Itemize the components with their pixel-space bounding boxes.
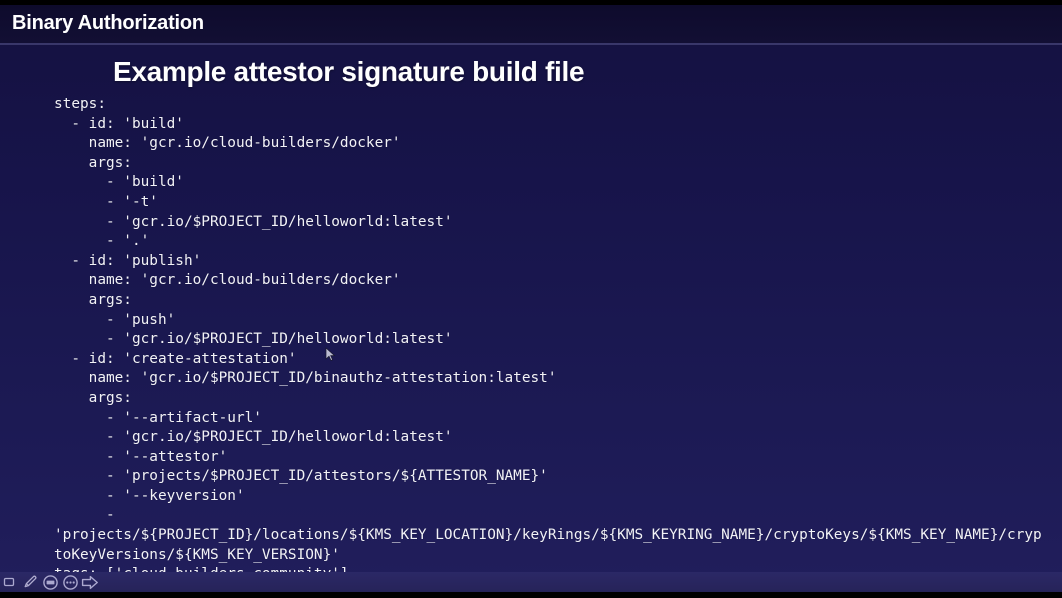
bottom-letterbox-band: [0, 592, 1062, 598]
code-line: name: 'gcr.io/$PROJECT_ID/binauthz-attes…: [54, 370, 557, 387]
yaml-code-block: steps: - id: 'build' name: 'gcr.io/cloud…: [54, 95, 1049, 585]
code-line: - 'projects/$PROJECT_ID/attestors/${ATTE…: [54, 468, 548, 485]
presentation-toolbar[interactable]: [0, 572, 1062, 592]
slide-title: Example attestor signature build file: [113, 56, 585, 87]
top-letterbox-band: [0, 0, 1062, 5]
code-line: - '--attestor': [54, 448, 228, 465]
code-line: args:: [54, 291, 132, 308]
code-line: - '.': [54, 233, 150, 250]
toolbar-icon-group: [0, 573, 99, 591]
laser-pointer-icon[interactable]: [1, 573, 19, 591]
code-line: - '--artifact-url': [54, 409, 262, 426]
code-line: args:: [54, 154, 132, 171]
slide-menu-icon[interactable]: [61, 573, 79, 591]
slide-previous-icon[interactable]: [41, 573, 59, 591]
code-line: - 'push': [54, 311, 176, 328]
code-line: - 'build': [54, 174, 184, 191]
slide-header-bar: [0, 5, 1062, 43]
code-line: -: [54, 507, 115, 524]
slide-next-icon[interactable]: [81, 573, 99, 591]
code-line: name: 'gcr.io/cloud-builders/docker': [54, 272, 401, 289]
code-line: - '-t': [54, 193, 158, 210]
code-line: - 'gcr.io/$PROJECT_ID/helloworld:latest': [54, 429, 453, 446]
code-line: - '--keyversion': [54, 487, 245, 504]
code-line: - id: 'create-attestation': [54, 350, 297, 367]
code-line: name: 'gcr.io/cloud-builders/docker': [54, 135, 401, 152]
code-line: - 'gcr.io/$PROJECT_ID/helloworld:latest': [54, 213, 453, 230]
code-line-wrapped: 'projects/${PROJECT_ID}/locations/${KMS_…: [54, 527, 1042, 563]
header-divider: [0, 43, 1062, 45]
presentation-title: Binary Authorization: [12, 12, 204, 34]
code-line: steps:: [54, 96, 106, 112]
code-line: - id: 'build': [54, 115, 184, 132]
pen-icon[interactable]: [21, 573, 39, 591]
code-line: - id: 'publish': [54, 252, 202, 269]
code-line: - 'gcr.io/$PROJECT_ID/helloworld:latest': [54, 331, 453, 348]
code-line: args:: [54, 389, 132, 406]
